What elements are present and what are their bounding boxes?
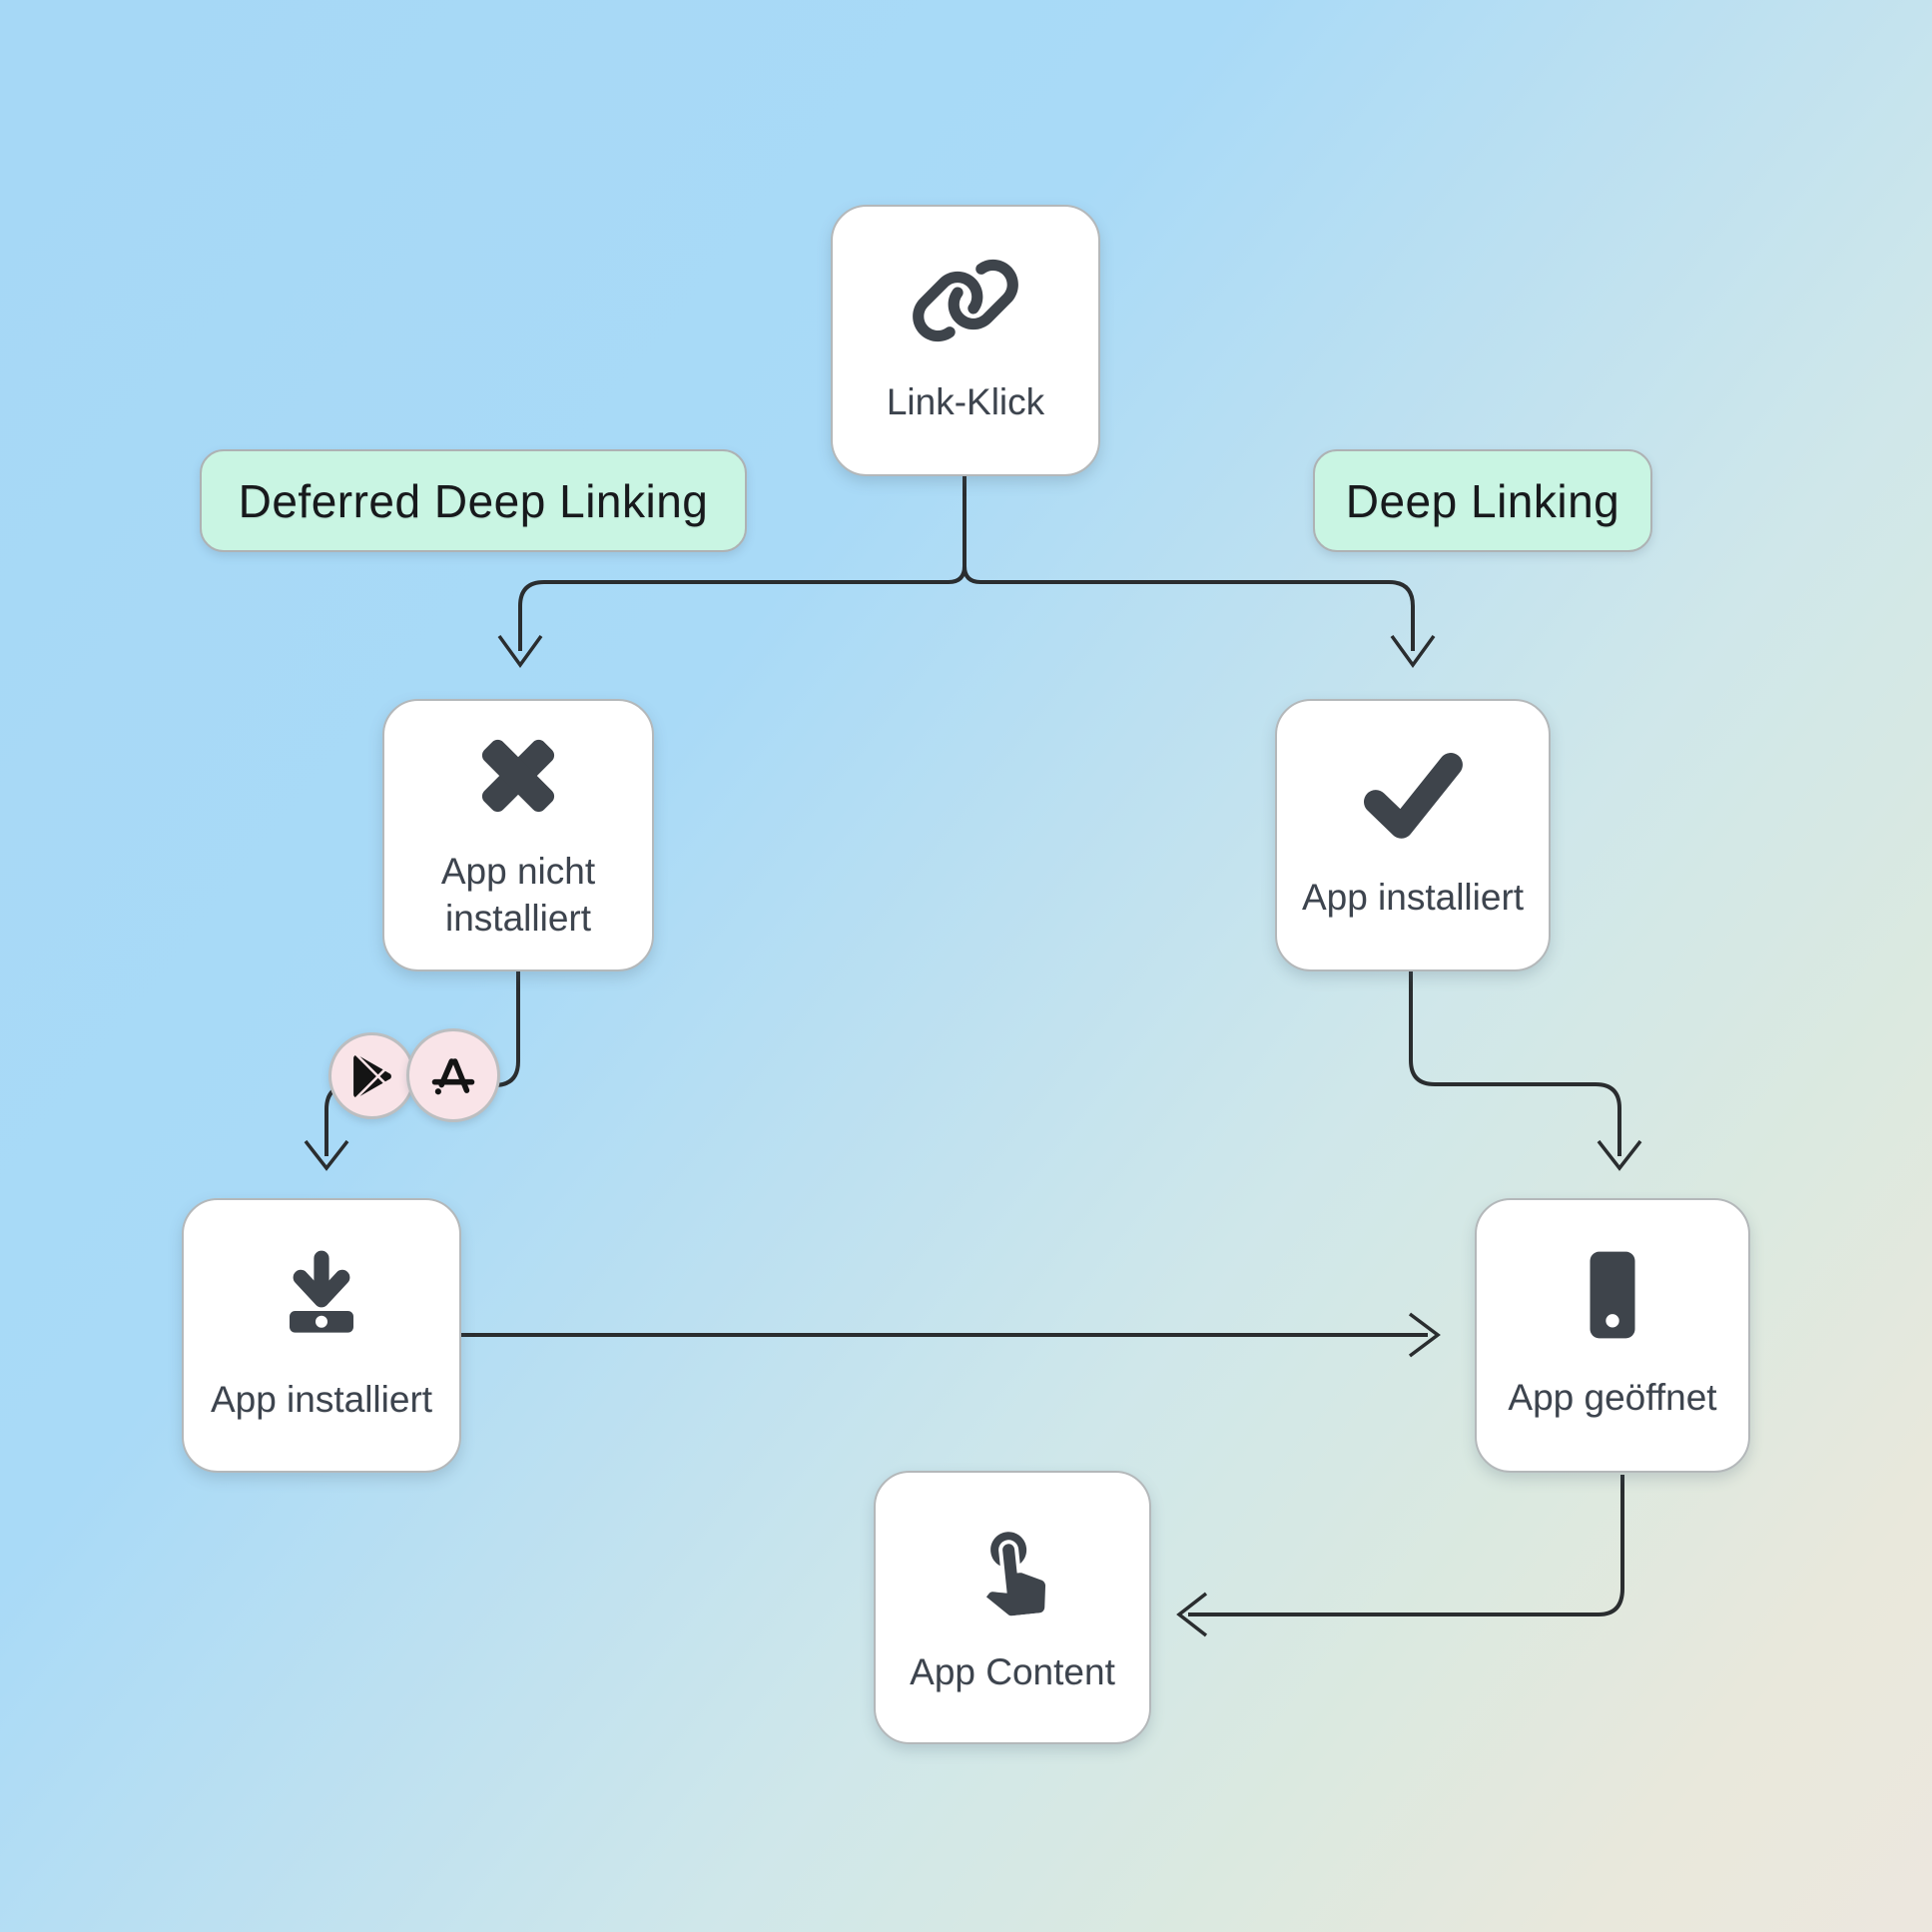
- arrowhead-right: [1408, 1312, 1441, 1358]
- download-icon: [290, 1250, 353, 1333]
- x-mark-icon: [481, 739, 555, 812]
- node-app-content-label: App Content: [910, 1650, 1115, 1692]
- node-link-click: Link-Klick: [831, 205, 1100, 476]
- arrowhead-down-store: [304, 1139, 349, 1171]
- node-app-opened-label: App geöffnet: [1508, 1377, 1717, 1418]
- deferred-deep-linking-label: Deferred Deep Linking: [200, 449, 747, 552]
- node-app-not-installed: App nicht installiert: [382, 699, 654, 971]
- arrowhead-down-left: [497, 634, 543, 668]
- google-play-icon: [352, 1054, 391, 1097]
- node-app-content: App Content: [874, 1471, 1151, 1744]
- link-icon: [913, 259, 1018, 341]
- connector-linkclick-right: [963, 565, 1415, 651]
- google-play-badge: [328, 1032, 415, 1119]
- deep-linking-label: Deep Linking: [1313, 449, 1652, 552]
- deep-linking-text: Deep Linking: [1345, 474, 1620, 527]
- node-app-installed-download: App installiert: [182, 1198, 461, 1473]
- connector-opened-to-content: [1188, 1475, 1624, 1616]
- smartphone-icon: [1590, 1251, 1635, 1339]
- app-store-icon: [431, 1058, 475, 1095]
- app-store-badge: [406, 1028, 500, 1122]
- node-app-installed-download-label: App installiert: [210, 1379, 433, 1420]
- arrowhead-down-opened: [1597, 1139, 1642, 1171]
- connector-installed-to-opened: [1409, 971, 1621, 1156]
- node-app-installed-check-label: App installiert: [1301, 877, 1525, 918]
- checkmark-icon: [1363, 753, 1463, 839]
- deferred-deep-linking-text: Deferred Deep Linking: [238, 474, 709, 527]
- arrowhead-left: [1176, 1592, 1208, 1637]
- node-link-click-label: Link-Klick: [886, 380, 1045, 422]
- node-app-opened: App geöffnet: [1475, 1198, 1750, 1473]
- node-app-installed-check: App installiert: [1275, 699, 1551, 971]
- node-app-not-installed-label: App nicht installiert: [440, 850, 596, 939]
- arrowhead-down-right: [1390, 634, 1436, 668]
- tap-icon: [985, 1531, 1046, 1615]
